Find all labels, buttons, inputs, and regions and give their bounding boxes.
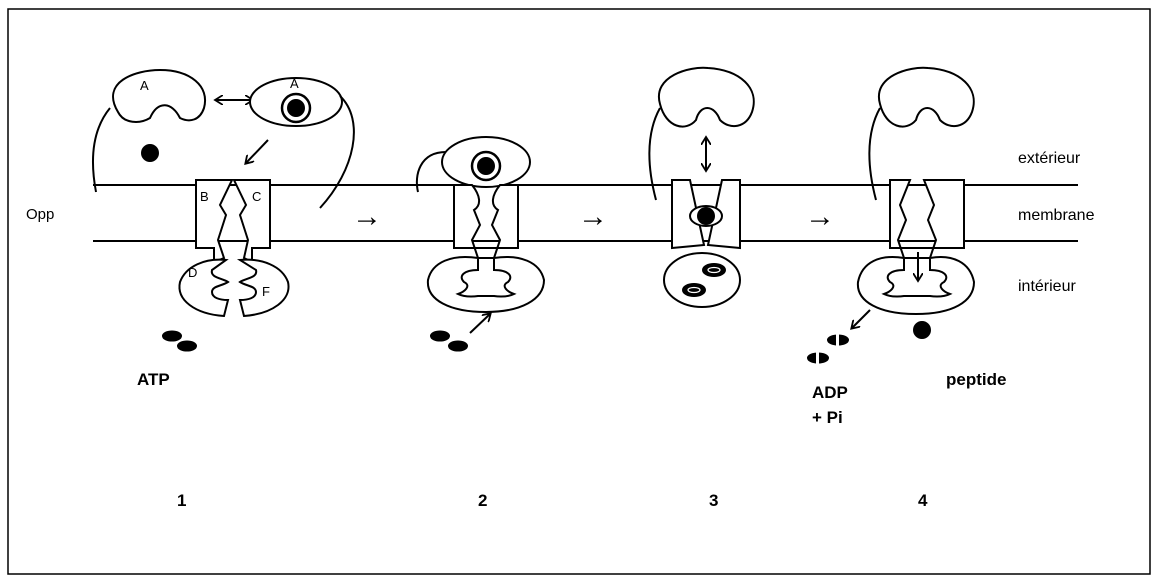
atp-binding-arrow (469, 314, 490, 334)
pi-gap (816, 352, 819, 364)
tether-left-4 (868, 107, 881, 201)
peptide-in-channel-3 (697, 207, 715, 225)
stage-1: A A B C D F (91, 68, 355, 352)
atp-molecule-2a (430, 330, 450, 342)
binding-protein-a-released-4 (877, 66, 975, 128)
stage-4 (807, 66, 976, 364)
released-peptide (913, 321, 931, 339)
transition-arrow-2: → (578, 200, 608, 233)
opp-label: Opp (26, 206, 54, 223)
subunit-a-label-1b: A (290, 76, 299, 91)
transporter-open-3 (671, 179, 706, 250)
atp-molecule-1a (162, 330, 182, 342)
membrane-label: membrane (1018, 207, 1095, 224)
transmembrane-b (195, 179, 234, 264)
nbd-d (178, 258, 230, 318)
tether-left-1 (91, 107, 111, 193)
subunit-d-label: D (188, 265, 197, 280)
docking-arrow-1 (246, 139, 269, 163)
subunit-b-label: B (200, 189, 209, 204)
stage-2 (415, 136, 546, 352)
atp-molecule-1b (177, 340, 197, 352)
transporter-open-3b (706, 179, 741, 250)
atp-bound-3a (702, 263, 726, 277)
nbd-pair-4 (856, 256, 976, 316)
tether-left-3 (648, 107, 661, 201)
step-number-1: 1 (177, 491, 186, 510)
step-number-4: 4 (918, 491, 928, 510)
atp-molecule-2b (448, 340, 468, 352)
subunit-f-label: F (262, 284, 270, 299)
binding-protein-a-free (112, 68, 207, 123)
atp-label: ATP (137, 370, 170, 389)
tether-left-2 (415, 151, 447, 193)
binding-protein-a-released-3 (657, 66, 755, 128)
atp-bound-3b (682, 283, 706, 297)
nbd-closed-3 (663, 252, 741, 308)
atp-bound-3a-ring (707, 266, 721, 274)
adp-label: ADP (812, 383, 848, 402)
transporter-tm-2 (453, 184, 519, 259)
step-number-2: 2 (478, 491, 487, 510)
peptide-label: peptide (946, 370, 1006, 389)
tether-right-1 (319, 95, 355, 209)
free-peptide-1 (141, 144, 159, 162)
pi-label: + Pi (812, 408, 843, 427)
adp-release-arrow (852, 309, 871, 328)
transition-arrow-3: → (805, 200, 835, 233)
bound-peptide-1 (287, 99, 305, 117)
step-number-3: 3 (709, 491, 718, 510)
interior-label: intérieur (1018, 278, 1076, 295)
adp-gap (836, 334, 839, 346)
transition-arrow-1: → (352, 200, 382, 233)
nbd-f (236, 258, 290, 318)
subunit-a-label-1: A (140, 78, 149, 93)
nbd-pair-2 (426, 256, 546, 314)
subunit-c-label: C (252, 189, 261, 204)
bound-peptide-2 (477, 157, 495, 175)
stage-3 (648, 66, 755, 308)
exterior-label: extérieur (1018, 150, 1081, 167)
transporter-tm-4 (889, 179, 965, 259)
atp-bound-3b-ring (687, 286, 701, 294)
